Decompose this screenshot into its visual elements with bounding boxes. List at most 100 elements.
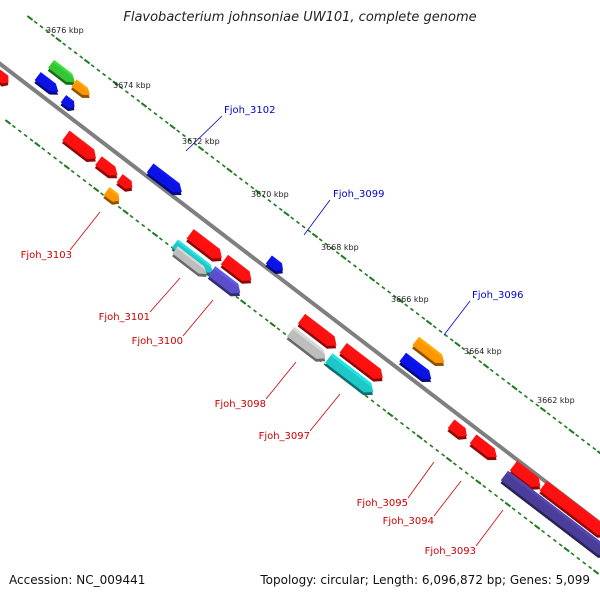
scale-tick	[247, 304, 252, 309]
scale-tick	[392, 294, 397, 299]
gene-cyan	[324, 353, 374, 396]
leader-line	[265, 361, 297, 400]
gene-red	[539, 480, 600, 538]
scale-tick	[546, 534, 551, 538]
scale-tick	[264, 318, 269, 322]
scale-tick	[47, 151, 52, 156]
scale-tick	[63, 164, 70, 170]
scale-tick	[67, 46, 72, 51]
gene-red	[220, 254, 252, 284]
gene-red	[94, 156, 118, 179]
scale-tick	[221, 164, 226, 168]
scale-tick	[529, 520, 534, 525]
scale-tick	[23, 133, 28, 138]
scale-tick	[576, 556, 581, 561]
scale-tick	[141, 223, 146, 228]
scale-tick	[489, 368, 494, 373]
map-title: Flavobacterium johnsoniae UW101, complet…	[123, 10, 477, 25]
scale-tick	[79, 55, 84, 59]
gene-blue	[60, 95, 75, 112]
scale-tick	[416, 434, 423, 440]
scale-tick	[136, 98, 141, 103]
scale-tick	[397, 297, 404, 304]
scale-tick	[347, 259, 352, 264]
scale-tick	[112, 80, 119, 87]
scale-tick	[324, 242, 329, 246]
scale-tick	[17, 129, 22, 133]
scale-tick	[122, 209, 129, 215]
scale-tick	[269, 321, 276, 328]
scale-label: 3672 kbp	[182, 137, 220, 146]
scale-tick	[159, 116, 164, 120]
scale-tick	[335, 251, 340, 255]
scale-tick	[421, 316, 426, 320]
scale-tick	[181, 133, 186, 138]
scale-tick	[252, 309, 257, 313]
scale-tick	[129, 214, 134, 219]
scale-tick	[454, 341, 461, 348]
scale-tick	[488, 489, 493, 493]
scale-tick	[62, 42, 67, 46]
genome-backbone	[0, 61, 600, 526]
gene-label-reverse: Fjoh_3097	[259, 431, 310, 442]
scale-tick	[282, 331, 287, 336]
scale-tick	[580, 438, 585, 442]
scale-tick	[411, 430, 416, 435]
scale-tick	[423, 439, 428, 444]
scale-tick	[169, 123, 176, 130]
scale-tick	[381, 285, 386, 290]
scale-tick	[415, 312, 420, 316]
scale-tick	[464, 471, 469, 475]
scale-tick	[499, 498, 504, 502]
scale-tick	[301, 225, 306, 229]
scale-label: 3662 kbp	[537, 396, 575, 405]
scale-tick	[552, 538, 557, 543]
scale-label: 3670 kbp	[251, 190, 289, 199]
scale-tick	[147, 107, 152, 112]
leader-line	[309, 393, 341, 432]
gene-red	[0, 69, 9, 87]
gene-red	[447, 419, 467, 440]
scale-tick	[330, 246, 335, 251]
scale-tick	[568, 428, 575, 435]
scale-tick	[164, 120, 169, 125]
scale-tick	[33, 20, 38, 25]
scale-tick	[107, 77, 112, 81]
scale-tick	[226, 167, 233, 174]
scale-label: 3666 kbp	[391, 295, 429, 304]
scale-tick	[495, 372, 500, 377]
scale-tick	[435, 448, 440, 453]
scale-tick	[405, 426, 410, 430]
gene-gray	[286, 326, 326, 362]
scale-tick	[119, 85, 124, 90]
scale-tick	[364, 272, 369, 277]
scale-tick	[276, 327, 281, 331]
scale-tick	[558, 420, 563, 425]
scale-tick	[235, 295, 240, 300]
scale-tick	[382, 408, 387, 412]
scale-tick	[535, 403, 540, 407]
leader-line	[407, 461, 435, 499]
scale-tick	[470, 475, 475, 480]
gene-label-forward: Fjoh_3102	[224, 105, 275, 116]
scale-tick	[449, 338, 454, 342]
scale-tick	[117, 205, 122, 210]
scale-tick	[466, 351, 471, 355]
scale-tick	[295, 220, 300, 225]
scale-tick	[244, 181, 249, 186]
gene-blue	[265, 255, 284, 275]
scale-tick	[458, 466, 463, 471]
scale-tick	[445, 456, 453, 463]
scale-tick	[387, 411, 394, 418]
scale-label: 3668 kbp	[321, 243, 359, 252]
scale-tick	[409, 307, 414, 312]
scale-tick	[475, 479, 482, 485]
scale-tick	[529, 399, 534, 403]
scale-tick	[563, 546, 570, 553]
gene-label-reverse: Fjoh_3101	[99, 312, 150, 323]
scale-tick	[506, 381, 511, 386]
scale-tick	[233, 172, 238, 177]
scale-tick	[582, 561, 587, 565]
scale-label: 3664 kbp	[464, 347, 502, 356]
